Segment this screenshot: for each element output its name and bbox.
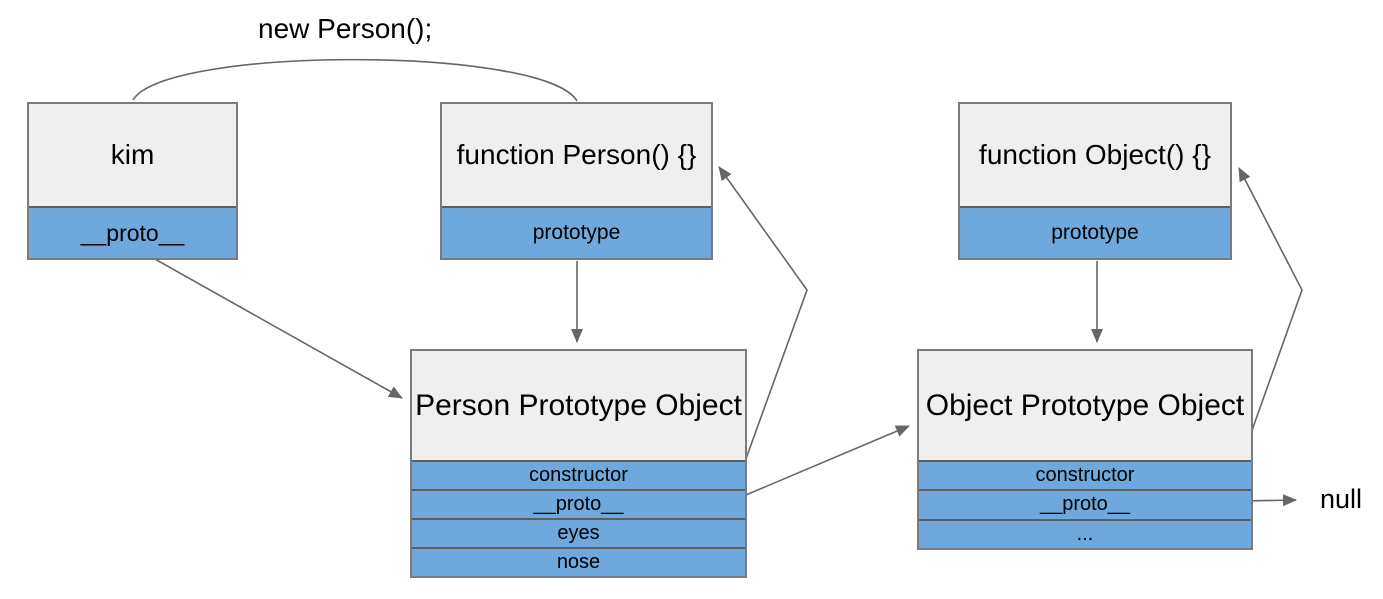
object-prototype-constructor-row: constructor xyxy=(919,460,1251,490)
arrow-kim-proto-to-person-prototype-object xyxy=(129,244,403,399)
person-prototype-object-box: Person Prototype Object constructor __pr… xyxy=(410,349,747,578)
function-person-rows: prototype xyxy=(442,206,711,258)
person-prototype-header: Person Prototype Object xyxy=(412,351,745,460)
function-object-rows: prototype xyxy=(960,206,1230,258)
person-prototype-title: Person Prototype Object xyxy=(415,388,742,422)
kim-box-header: kim xyxy=(29,104,236,206)
object-prototype-ellipsis-row: ... xyxy=(919,518,1251,548)
object-prototype-object-box: Object Prototype Object constructor __pr… xyxy=(917,349,1253,550)
kim-box: kim __proto__ xyxy=(27,102,238,260)
object-prototype-proto-row: __proto__ xyxy=(919,489,1251,519)
function-person-box: function Person() {} prototype xyxy=(440,102,713,260)
arc-new-person-kim-to-function-person xyxy=(132,58,578,102)
person-prototype-proto-row: __proto__ xyxy=(412,489,745,518)
new-person-annotation: new Person(); xyxy=(258,13,433,44)
kim-box-title: kim xyxy=(110,139,155,170)
object-prototype-header: Object Prototype Object xyxy=(919,351,1251,460)
function-object-box: function Object() {} prototype xyxy=(958,102,1232,260)
person-prototype-rows: constructor __proto__ eyes nose xyxy=(412,460,745,576)
function-object-header: function Object() {} xyxy=(960,104,1230,206)
person-prototype-eyes-row: eyes xyxy=(412,518,745,547)
kim-box-rows: __proto__ xyxy=(29,206,236,258)
person-prototype-constructor-row: constructor xyxy=(412,460,745,489)
person-prototype-nose-row: nose xyxy=(412,547,745,576)
object-prototype-rows: constructor __proto__ ... xyxy=(919,460,1251,548)
arrow-person-proto-to-object-prototype-object xyxy=(726,425,910,504)
function-object-prototype-row: prototype xyxy=(960,206,1230,258)
function-person-header: function Person() {} xyxy=(442,104,711,206)
object-prototype-title: Object Prototype Object xyxy=(925,388,1245,422)
kim-proto-row: __proto__ xyxy=(29,206,236,258)
null-label: null xyxy=(1320,484,1363,514)
function-object-title: function Object() {} xyxy=(979,139,1211,170)
function-person-prototype-row: prototype xyxy=(442,206,711,258)
function-person-title: function Person() {} xyxy=(456,139,697,170)
